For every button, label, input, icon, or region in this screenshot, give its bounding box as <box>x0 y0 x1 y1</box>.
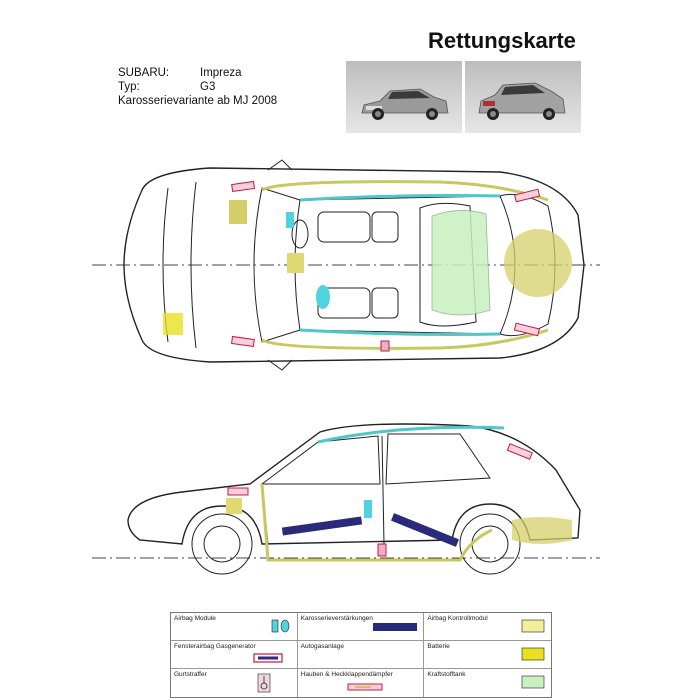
window-airbag-generator-icon <box>252 653 283 663</box>
side-view <box>92 423 600 575</box>
make-value: Impreza <box>200 67 242 79</box>
legend-label: Fensterairbag Gasgenerator <box>174 643 256 650</box>
side-gas-generators <box>227 443 533 557</box>
top-rear-bench <box>419 202 477 327</box>
legend-item: Airbag Module <box>171 613 298 641</box>
legend-label: Batterie <box>427 643 450 650</box>
top-body-outline <box>123 167 585 363</box>
legend-table: Airbag Module Karosserieverstärkungen Ai… <box>170 612 552 698</box>
top-fuel-tank <box>431 210 491 316</box>
vehicle-photo-rear <box>465 61 581 133</box>
top-curtain-airbag <box>299 194 501 336</box>
side-battery <box>226 498 242 514</box>
rescue-diagram <box>92 159 600 575</box>
type-value: G3 <box>200 81 216 93</box>
fuel-tank-icon <box>521 675 545 689</box>
side-rear-window <box>385 433 491 485</box>
airbag-control-module-icon <box>521 619 545 633</box>
top-mirror-left <box>267 159 293 171</box>
side-fuel-tank <box>512 517 572 544</box>
legend-item: Hauben & Heckklappendämpfer <box>298 669 425 697</box>
top-fuel-line <box>261 180 549 350</box>
top-airbag-module-passenger <box>316 285 330 309</box>
page-title: Rettungskarte <box>428 28 576 53</box>
legend-item: Autogasanlage <box>297 641 425 669</box>
legend-item: Fensterairbag Gasgenerator <box>171 641 298 669</box>
make-label: SUBARU: <box>118 67 170 79</box>
side-rear-wheel <box>459 513 521 575</box>
side-door-line <box>381 435 385 545</box>
top-hood-line <box>190 181 197 349</box>
side-body-outline <box>127 423 581 545</box>
legend-item: Karosserieverstärkungen <box>297 613 425 641</box>
hood-tailgate-damper-icon <box>347 683 383 691</box>
body-reinforcement-icon <box>373 623 418 631</box>
top-airbag-control-module <box>229 200 247 224</box>
battery-icon <box>521 647 545 661</box>
vehicle-photo-front <box>346 61 462 133</box>
top-seat-back <box>371 211 399 243</box>
top-airbag-module <box>286 212 294 228</box>
airbag-module-icon <box>271 619 289 633</box>
vehicle-info: SUBARU: Impreza Typ: G3 Karosserievarian… <box>118 66 277 108</box>
seatbelt-pretensioner-icon <box>257 673 270 693</box>
side-airbag-module <box>364 500 372 518</box>
top-mirror-right <box>267 359 293 371</box>
side-fuel-line <box>260 483 493 562</box>
legend-label: Karosserieverstärkungen <box>300 615 373 622</box>
top-control-module-center <box>287 253 304 273</box>
legend-label: Hauben & Heckklappendämpfer <box>300 671 393 678</box>
type-label: Typ: <box>118 81 140 93</box>
side-curtain-airbag <box>317 425 505 444</box>
legend-label: Gurtstraffer <box>174 671 207 678</box>
side-reinforcements <box>281 513 459 547</box>
top-battery <box>504 229 572 297</box>
top-seat-back <box>371 287 399 319</box>
body-variant: Karosserievariante ab MJ 2008 <box>118 95 278 107</box>
legend-item: Kraftstofftank <box>424 669 551 697</box>
top-seat-front-left <box>317 211 371 243</box>
legend-item: Gurtstraffer <box>171 669 298 697</box>
side-front-window <box>260 435 381 485</box>
legend-label: Airbag Module <box>174 615 216 622</box>
top-gas-generators <box>230 180 541 352</box>
top-steering-wheel <box>291 219 309 249</box>
legend-label: Airbag Kontrollmodul <box>427 615 488 622</box>
side-front-wheel <box>191 513 253 575</box>
top-windshield <box>253 187 301 343</box>
legend-label: Autogasanlage <box>300 643 345 650</box>
side-front-rim <box>203 525 241 563</box>
legend-item: Airbag Kontrollmodul <box>424 613 551 641</box>
legend-label: Kraftstofftank <box>427 671 466 678</box>
top-battery-module <box>163 313 183 335</box>
legend-item: Batterie <box>424 641 551 669</box>
